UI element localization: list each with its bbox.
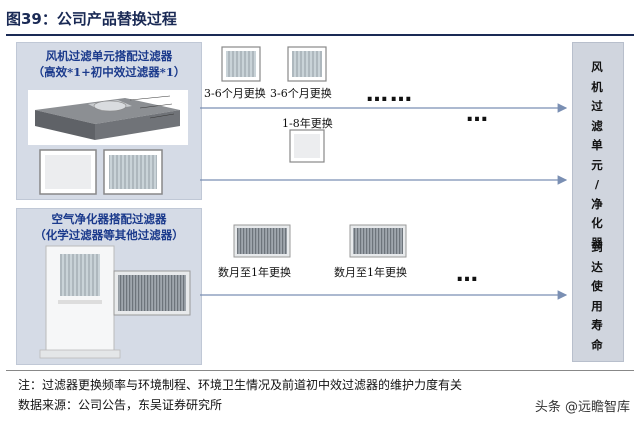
lifespan-box xyxy=(572,42,624,362)
footer-source: 数据来源：公司公告，东吴证券研究所 xyxy=(18,398,223,412)
ellipsis-top-1: …… xyxy=(366,82,414,107)
lifespan-text-2: 到达 使用 寿命 xyxy=(591,240,603,352)
interval-label-4: 数月至1年更换 xyxy=(218,266,291,279)
ellipsis-top-2: … xyxy=(466,102,490,127)
interval-label-1: 3-6个月更换 xyxy=(204,87,266,100)
interval-label-2: 3-6个月更换 xyxy=(270,87,332,100)
chemical-filter-image xyxy=(113,270,191,316)
footer-note: 注：过滤器更换频率与环境制程、环境卫生情况及前道初中效过滤器的维护力度有关 xyxy=(18,378,463,392)
hepa-filter-replacement-2 xyxy=(287,46,327,82)
bottom-panel-title-line1: 空气净化器搭配过滤器 xyxy=(51,212,167,226)
interval-label-3: 1-8年更换 xyxy=(282,117,333,130)
top-panel-title-line2: （高效*1+初中效过滤器*1） xyxy=(32,65,186,79)
pleated-filter-image-1 xyxy=(103,149,163,195)
hepa-filter-replacement-3 xyxy=(289,129,325,163)
hepa-filter-replacement-1 xyxy=(221,46,261,82)
interval-label-5: 数月至1年更换 xyxy=(334,266,407,279)
chemical-filter-replacement-2 xyxy=(349,224,407,258)
ffu-unit-image xyxy=(28,90,188,145)
hepa-filter-image-1 xyxy=(39,149,97,195)
top-panel-title-line1: 风机过滤单元搭配过滤器 xyxy=(45,49,173,63)
chemical-filter-replacement-1 xyxy=(233,224,291,258)
ellipsis-bottom: … xyxy=(456,262,480,287)
lifespan-text-1: 风机 过滤 单元 /净 化器 xyxy=(591,60,603,250)
footer-rule xyxy=(6,370,634,371)
air-purifier-image xyxy=(39,245,121,359)
bottom-panel-title-line2: （化学过滤器等其他过滤器） xyxy=(34,228,184,242)
figure-title: 图39：公司产品替换过程 xyxy=(6,10,177,28)
title-rule xyxy=(6,34,634,36)
watermark: 头条 @远瞻智库 xyxy=(534,400,630,415)
